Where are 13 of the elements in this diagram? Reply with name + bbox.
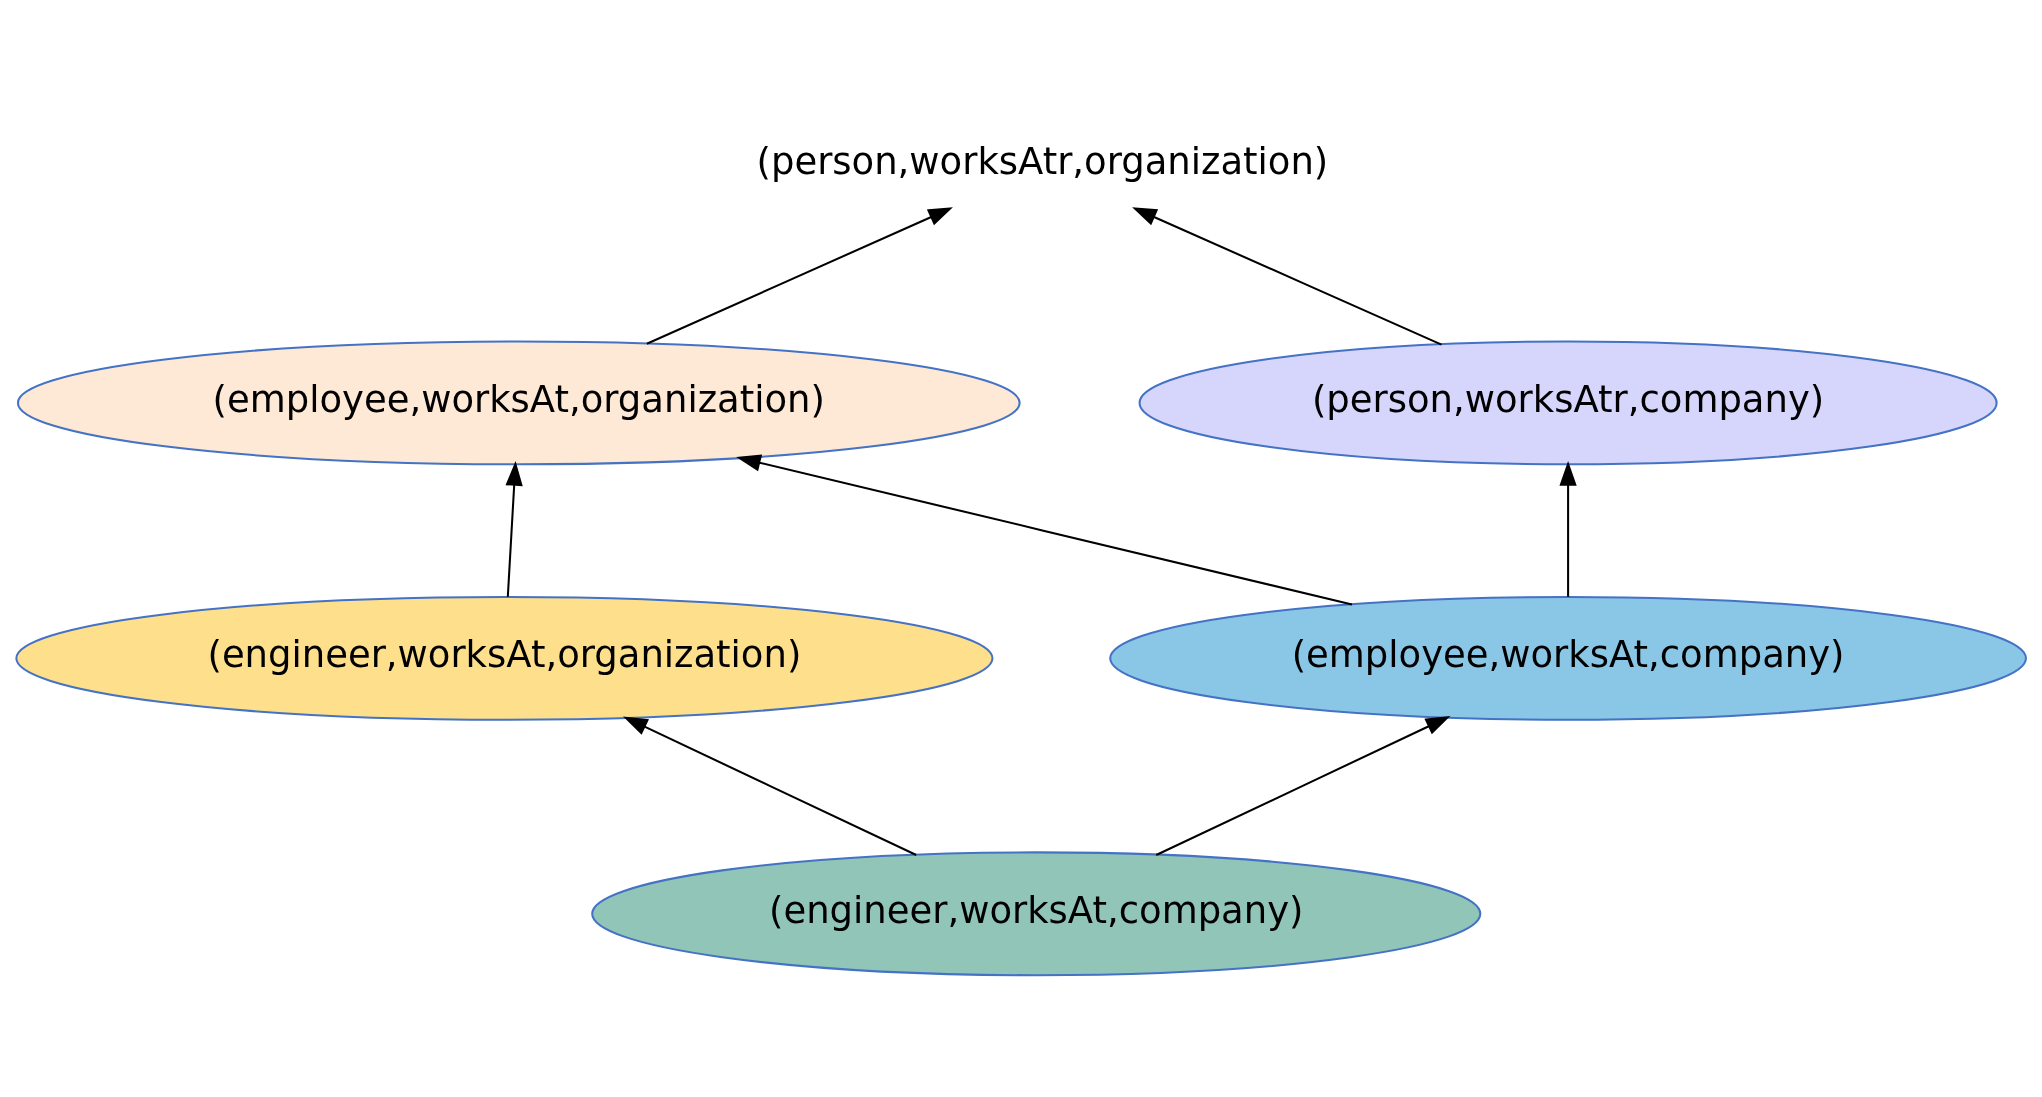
node-text: (person,worksAtr,organization) (756, 140, 1329, 184)
arrow (736, 454, 1353, 606)
arrow (1132, 207, 1442, 346)
node-ellipse: (engineer,worksAt,company) (591, 851, 1482, 977)
arrow (1559, 461, 1577, 597)
arrow (505, 461, 523, 597)
node-ellipse: (person,worksAtr,company) (1138, 340, 1998, 466)
node-ellipse: (engineer,worksAt,organization) (15, 595, 994, 721)
node-ellipse: (employee,worksAt,organization) (16, 340, 1021, 466)
node-ellipse: (employee,worksAt,company) (1109, 595, 2027, 721)
arrow (623, 716, 917, 856)
arrow (1155, 716, 1451, 856)
arrow (646, 207, 953, 345)
